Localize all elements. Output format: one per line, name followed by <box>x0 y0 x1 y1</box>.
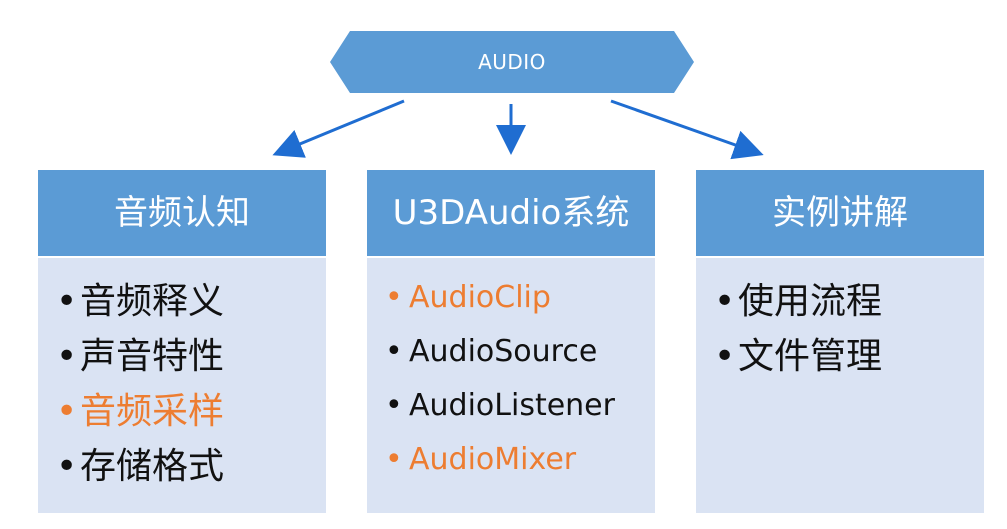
bullet-icon: • <box>385 388 403 423</box>
list-item: •AudioSource <box>367 334 655 369</box>
root-hexagon <box>330 31 694 93</box>
item-label: AudioClip <box>409 280 551 315</box>
item-label: AudioMixer <box>409 442 577 477</box>
item-label: 音频释义 <box>80 281 225 322</box>
bullet-icon: • <box>385 280 403 315</box>
column-header: 音频认知 <box>38 170 326 256</box>
list-item: •音频释义 <box>38 272 326 324</box>
bullet-icon: • <box>714 336 736 377</box>
item-label: AudioListener <box>409 388 615 423</box>
column-header: U3DAudio系统 <box>367 170 655 256</box>
bullet-icon: • <box>385 442 403 477</box>
column-u3d-audio-system: U3DAudio系统 •AudioClip •AudioSource •Audi… <box>367 170 655 513</box>
column-header: 实例讲解 <box>696 170 984 256</box>
item-label: 声音特性 <box>80 336 225 377</box>
list-item: •文件管理 <box>696 327 984 379</box>
arrow-to-col-0 <box>272 99 405 158</box>
list-item: •使用流程 <box>696 272 984 324</box>
item-label: 使用流程 <box>738 281 883 322</box>
list-item: •音频采样 <box>38 382 326 434</box>
column-body: •音频释义 •声音特性 •音频采样 •存储格式 <box>38 256 326 513</box>
column-case-study: 实例讲解 •使用流程 •文件管理 <box>696 170 984 513</box>
bullet-icon: • <box>56 446 78 487</box>
list-item: •AudioMixer <box>367 442 655 477</box>
bullet-icon: • <box>385 334 403 369</box>
list-item: •AudioListener <box>367 388 655 423</box>
bullet-icon: • <box>56 391 78 432</box>
item-label: AudioSource <box>409 334 598 369</box>
list-item: •存储格式 <box>38 437 326 489</box>
arrow-to-col-2 <box>610 99 764 160</box>
item-label: 音频采样 <box>80 391 225 432</box>
list-item: •AudioClip <box>367 280 655 315</box>
list-item: •声音特性 <box>38 327 326 379</box>
root-label: AUDIO <box>478 50 546 74</box>
item-label: 文件管理 <box>738 336 883 377</box>
bullet-icon: • <box>714 281 736 322</box>
column-body: •AudioClip •AudioSource •AudioListener •… <box>367 256 655 513</box>
bullet-icon: • <box>56 281 78 322</box>
column-body: •使用流程 •文件管理 <box>696 256 984 513</box>
item-label: 存储格式 <box>80 446 225 487</box>
bullet-icon: • <box>56 336 78 377</box>
column-audio-cognition: 音频认知 •音频释义 •声音特性 •音频采样 •存储格式 <box>38 170 326 513</box>
